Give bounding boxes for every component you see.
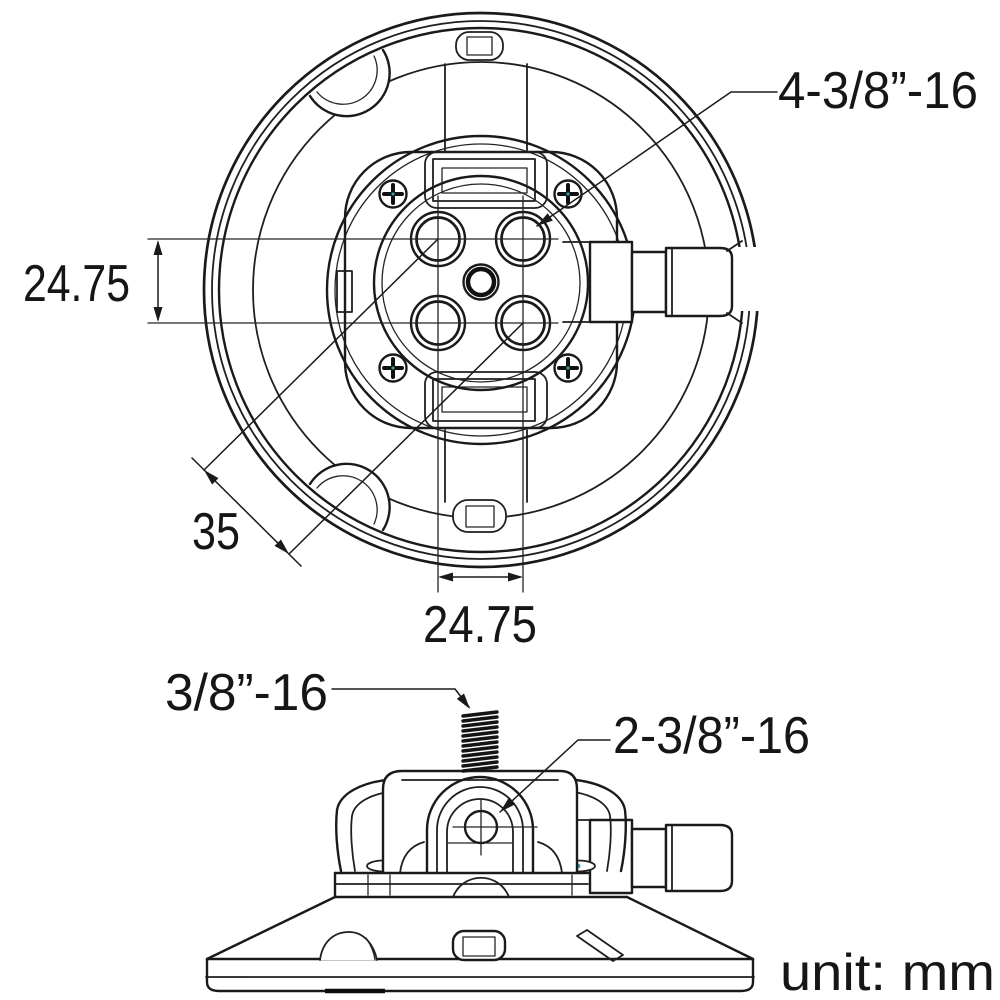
callout-mount-holes: 4-3/8”-16 [536,62,978,227]
dimension-horizontal-2475: 24.75 [423,572,537,654]
side-knob-side-view [576,818,734,895]
tab-top [455,31,504,61]
release-bump-upper [308,48,391,118]
plate-slot-bottom-inner [441,386,528,413]
top-view [147,11,766,593]
center-disc-outer [372,174,590,392]
stud-thread-label: 3/8”-16 [165,664,328,722]
callout-stud-thread: 3/8”-16 [165,664,470,722]
side-hole-label: 2-3/8”-16 [613,707,810,765]
screw-icon [378,353,408,383]
dome-slope-right [625,895,755,961]
center-disc-inner [381,183,581,383]
callout-side-hole: 2-3/8”-16 [499,707,810,813]
bracket-flange-right [537,841,563,874]
tab-top-inner [466,36,493,56]
plate-slot-top [424,151,548,209]
thread-count-label: 4-3/8”-16 [778,62,978,120]
dim-diagonal-label: 35 [192,503,240,561]
release-bump-lower [308,462,391,532]
top-channel-lines [444,63,528,153]
dome-tab-inner [462,936,496,957]
dim-vertical-label: 24.75 [23,255,130,313]
hub-inner-circle [334,143,628,437]
plate-slot-bottom-mid [432,378,536,422]
dome-vent [576,929,624,962]
plate-notch-left [336,270,353,313]
dome-tab [451,929,507,962]
base-arch-bump [452,876,510,898]
dimension-vertical-2475: 24.75 [23,240,163,322]
dim-horizontal-label: 24.75 [423,596,537,654]
dome-slope-left [205,895,337,961]
center-hole-outer [462,263,500,301]
screw-icon [378,179,408,209]
mount-holes [409,210,552,352]
dimension-diagonal-35: 35 [191,238,524,567]
bracket-flange-left [399,841,425,874]
dome-bump [319,931,378,961]
phillips-screws [378,179,583,383]
center-hole-inner [465,266,497,298]
threaded-stud [461,710,499,773]
plate-slot-top-mid [432,158,536,202]
release-bump-lower-inner [316,475,378,525]
bracket-hole-centerlines [452,798,538,856]
unit-note: unit: mm [780,944,995,1000]
ring-break-ticks [726,240,743,324]
screw-icon [553,179,583,209]
tab-bottom-inner [465,505,495,528]
suction-cup [205,895,755,994]
screw-icon [553,353,583,383]
side-knob-top-view [562,240,766,324]
plate-slot-top-inner [441,167,528,194]
side-view [205,710,755,994]
release-bump-upper-inner [316,55,378,105]
rim-outline [205,957,755,993]
base-plate [333,871,629,899]
plate-slot-bottom [424,371,548,429]
bottom-channel-lines [444,429,528,503]
